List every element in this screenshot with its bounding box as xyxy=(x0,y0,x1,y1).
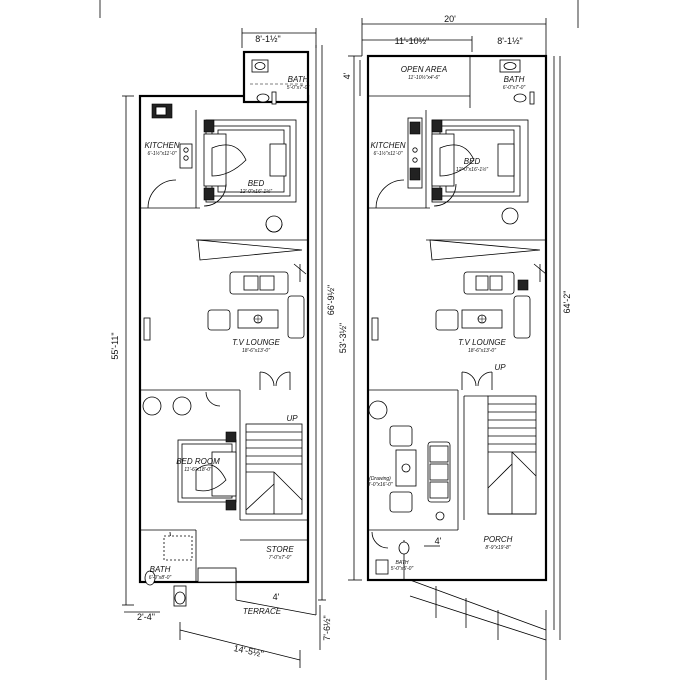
right-lounge-furniture xyxy=(371,239,547,390)
right-bath-bottom-label: BATH xyxy=(396,560,409,566)
right-open-area-height-dim: 4' xyxy=(342,72,352,79)
right-up-label: UP xyxy=(494,363,506,372)
right-open-area-label: OPEN AREA xyxy=(401,65,447,74)
left-terrace-label: TERRACE xyxy=(243,607,282,616)
left-bed-furniture xyxy=(203,119,297,233)
left-inner-height-dim: 55'-11" xyxy=(110,332,120,359)
right-porch-label: PORCH xyxy=(484,535,513,544)
left-dimension-lines xyxy=(99,0,326,668)
right-open-area-size: 11'-10½"x4'-6" xyxy=(408,74,440,81)
right-floor-plan: 20' 11'-10½" 8'-1½" 4' 53'-3½" 64'-2" 4'… xyxy=(338,0,579,680)
left-terrace-door-dim: 4' xyxy=(273,592,280,602)
left-lounge-size: 18'-6"x13'-0" xyxy=(242,348,270,354)
right-total-height-dim: 64'-2" xyxy=(562,291,572,314)
right-kitchen-label: KITCHEN xyxy=(370,141,405,150)
right-drawing-size: 8'-0"x16'-0" xyxy=(367,482,392,488)
right-lounge-size: 18'-6"x13'-0" xyxy=(468,348,496,354)
left-store-label: STORE xyxy=(266,545,294,554)
right-porch-door-dim: 4' xyxy=(435,536,442,546)
right-staircase xyxy=(463,395,537,520)
right-bed-label: BED xyxy=(464,157,481,166)
right-kitchen-fixtures xyxy=(375,117,423,209)
left-bath-bottom-label: BATH xyxy=(150,565,171,574)
right-bath-bottom-fixtures xyxy=(371,531,440,575)
left-bottom-left-dim: 2'-4" xyxy=(137,612,155,622)
left-bath-top-label: BATH xyxy=(288,75,309,84)
right-bed-size: 12'-0"x16'-1½" xyxy=(456,166,488,173)
right-top-width-dim: 20' xyxy=(444,14,456,24)
right-drawing-label: (Drawing) xyxy=(369,476,391,482)
right-bath-top-label: BATH xyxy=(504,75,525,84)
left-bed-size: 12'-0"x16'-1½" xyxy=(240,188,272,195)
right-dimension-lines xyxy=(348,0,579,680)
left-bottom-right-dim: 7'-6½" xyxy=(322,615,332,640)
left-bed-label: BED xyxy=(248,179,265,188)
left-bedroom-size: 11'-6"x18'-0" xyxy=(184,467,212,473)
right-inner-height-dim: 53'-3½" xyxy=(338,323,348,353)
left-kitchen-label: KITCHEN xyxy=(144,141,179,150)
left-kitchen-size: 6'-1½"x11'-0" xyxy=(148,150,177,157)
right-porch-size: 8'-9"x19'-8" xyxy=(485,545,510,551)
left-store-size: 7'-0"x7'-0" xyxy=(269,555,292,561)
left-top-width-dim: 8'-1½" xyxy=(255,34,280,44)
right-kitchen-size: 6'-1½"x11'-0" xyxy=(374,150,403,157)
left-bath-top-fixtures xyxy=(250,59,304,105)
left-bedroom-label: BED ROOM xyxy=(176,457,220,466)
right-left-width-dim: 11'-10½" xyxy=(395,36,430,46)
left-total-height-dim: 66'-9½" xyxy=(326,285,336,315)
left-terrace-width-dim: 14'-5½" xyxy=(233,643,265,659)
left-lounge-furniture xyxy=(143,239,307,341)
left-lounge-label: T.V LOUNGE xyxy=(232,338,280,347)
left-staircase xyxy=(245,371,303,515)
left-bath-bottom-fixtures xyxy=(144,531,193,607)
right-bath-top-fixtures xyxy=(499,59,535,105)
left-up-label: UP xyxy=(286,414,298,423)
left-bedroom-furniture xyxy=(142,391,237,511)
left-bath-top-size: 5'-0"x7'-0" xyxy=(287,85,310,91)
right-drawing-room-furniture xyxy=(368,400,451,521)
right-bath-top-size: 6'-0"x7'-0" xyxy=(503,85,526,91)
left-bath-bottom-size: 6'-0"x8'-0" xyxy=(149,575,172,581)
left-floor-plan: 8'-1½" 66'-9½" 55'-11" 7'-6½" 2'-4" 14'-… xyxy=(99,0,336,668)
left-kitchen-fixtures xyxy=(147,103,193,209)
right-bed-furniture xyxy=(431,119,529,225)
right-bath-bottom-size: 5'-0"x5'-0" xyxy=(391,566,414,572)
right-lounge-label: T.V LOUNGE xyxy=(458,338,506,347)
right-right-width-dim: 8'-1½" xyxy=(497,36,522,46)
